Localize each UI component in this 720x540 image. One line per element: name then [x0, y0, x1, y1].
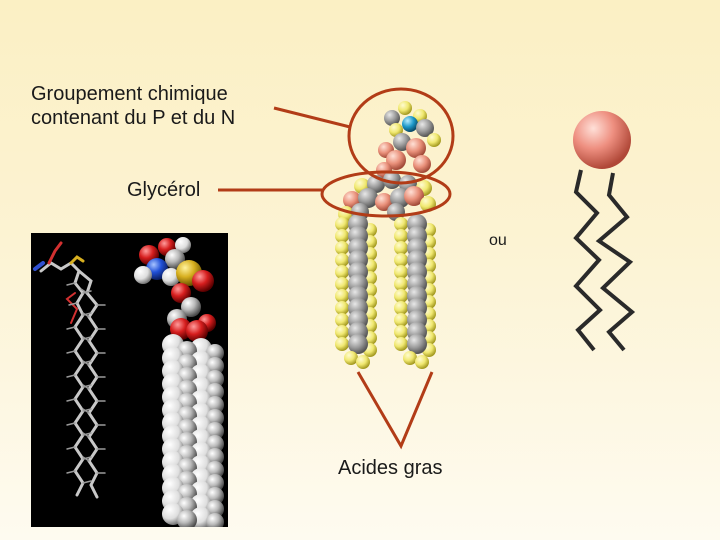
tail-right	[595, 172, 636, 352]
hydrogen-atom	[335, 289, 349, 303]
hydrogen-atom	[335, 217, 349, 231]
hydrogen-atom	[344, 351, 358, 365]
hydrogen-atom	[394, 229, 408, 243]
hydrogen-atom	[335, 325, 349, 339]
hydrogen-atom	[335, 241, 349, 255]
head-group-atoms	[376, 101, 441, 178]
hydrogen-atom	[394, 277, 408, 291]
phospholipid-schematic	[573, 111, 636, 352]
head-group-circle	[347, 87, 455, 185]
annotation-lines	[218, 87, 455, 450]
hydrogen-atom	[335, 313, 349, 327]
fatty-acids-pointer	[356, 371, 434, 450]
head-group-pointer	[273, 106, 351, 129]
hydrogen-atom	[335, 229, 349, 243]
tail-left	[573, 169, 603, 352]
hydrogen-atom	[335, 301, 349, 315]
hydrogen-atom	[394, 313, 408, 327]
hydrogen-atom	[335, 265, 349, 279]
hydrogen-atom	[335, 277, 349, 291]
head-group-label-line2: contenant du P et du N	[31, 107, 236, 129]
head-group-label: Groupement chimique contenant du P et du…	[31, 82, 235, 130]
fatty-acid-chain-left	[335, 214, 377, 369]
carbon-atom	[407, 334, 427, 354]
hydrogen-atom	[394, 337, 408, 351]
hydrogen-atom	[394, 217, 408, 231]
hydrogen-atom	[394, 253, 408, 267]
stick-model	[33, 241, 106, 499]
molecular-model-photo	[31, 233, 228, 527]
molecule-models	[33, 237, 224, 527]
hydrogen-atom	[394, 325, 408, 339]
glycerol-label: Glycérol	[127, 179, 201, 201]
fatty-acids-label: Acides gras	[338, 457, 443, 479]
hydrogen-atom	[394, 265, 408, 279]
hydrogen-atom	[335, 253, 349, 267]
hydrogen-atom	[415, 355, 429, 369]
carbon-atom	[348, 334, 368, 354]
hydrogen-atom	[335, 337, 349, 351]
hydrogen-atom	[394, 289, 408, 303]
hydrogen-atom	[356, 355, 370, 369]
glycerol-ellipse	[320, 170, 452, 218]
space-filling-model	[134, 237, 224, 527]
model-carbon	[206, 513, 224, 527]
polar-head-sphere	[573, 111, 631, 169]
hydrogen-atom	[394, 241, 408, 255]
model-carbon	[177, 510, 197, 527]
fatty-acid-chain-right	[394, 214, 436, 369]
hydrogen-atom	[394, 301, 408, 315]
or-label: ou	[489, 232, 507, 249]
hydrogen-atom	[403, 351, 417, 365]
head-group-label-line1: Groupement chimique	[31, 83, 228, 105]
